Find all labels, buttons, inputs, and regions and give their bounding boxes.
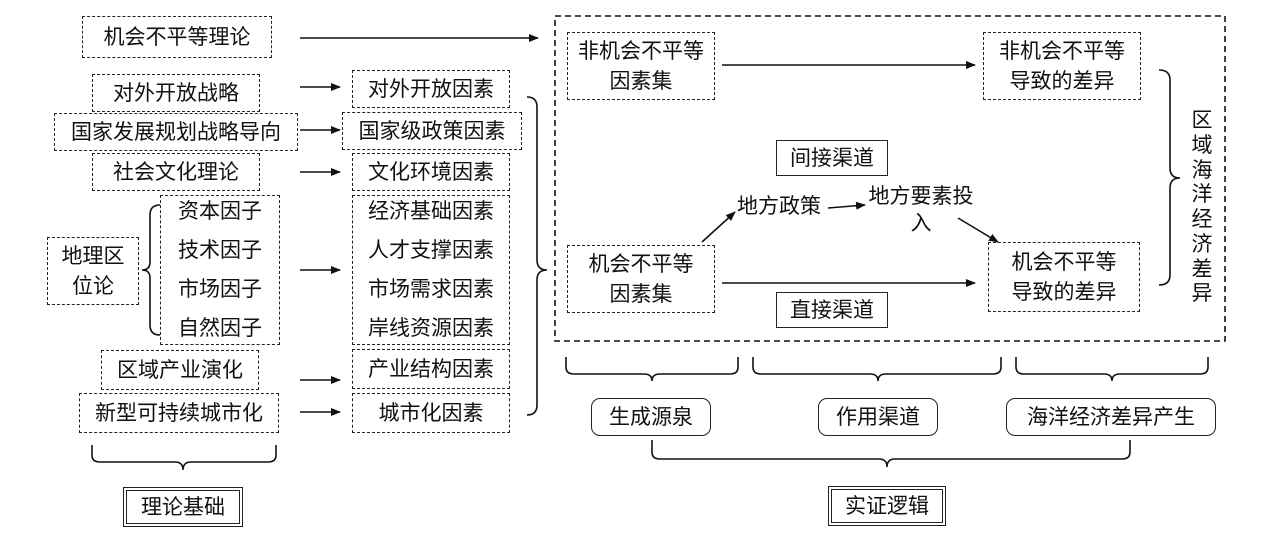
source-label: 生成源泉 xyxy=(609,404,693,429)
indirect-channel-label: 间接渠道 xyxy=(790,145,874,170)
theory-title-box: 理论基础 xyxy=(123,487,243,527)
culture-factor-label: 文化环境因素 xyxy=(368,159,494,184)
generation-box: 海洋经济差异产生 xyxy=(1006,398,1216,436)
social-culture-box: 社会文化理论 xyxy=(92,153,260,191)
arrow-input-diff xyxy=(957,217,999,243)
non-opp-set-box: 非机会不平等因素集 xyxy=(567,32,715,100)
channel-label: 作用渠道 xyxy=(836,404,920,429)
local-policy-label: 地方政策 xyxy=(737,194,821,218)
market-factor-label: 市场需求因素 xyxy=(368,277,494,301)
geo-location-box: 地理区位论 xyxy=(47,237,139,305)
geo-location-label: 地理区位论 xyxy=(61,243,125,298)
opening-strategy-box: 对外开放战略 xyxy=(92,74,260,112)
urban-factor-box: 城市化因素 xyxy=(352,393,510,433)
source-box: 生成源泉 xyxy=(591,398,711,436)
empirical-brace xyxy=(651,440,1131,468)
industry-evolution-box: 区域产业演化 xyxy=(101,350,259,390)
opportunity-inequality-theory-label: 机会不平等理论 xyxy=(103,24,251,49)
geo-brace xyxy=(141,204,161,336)
factors-brace xyxy=(526,96,548,416)
urbanization-label: 新型可持续城市化 xyxy=(95,400,263,425)
opportunity-inequality-theory-box: 机会不平等理论 xyxy=(82,16,272,58)
industry-evolution-label: 区域产业演化 xyxy=(117,357,243,382)
industry-factor-label: 产业结构因素 xyxy=(368,356,494,381)
direct-channel-box: 直接渠道 xyxy=(776,292,888,328)
indirect-channel-box: 间接渠道 xyxy=(776,140,888,176)
opp-diff-box: 机会不平等导致的差异 xyxy=(988,242,1140,312)
theory-brace xyxy=(91,445,277,471)
factor-capital: 资本因子 xyxy=(178,199,262,224)
opening-factor-label: 对外开放因素 xyxy=(368,76,494,101)
generation-brace xyxy=(1015,357,1209,382)
industry-factor-box: 产业结构因素 xyxy=(352,349,510,389)
policy-factor-box: 国家级政策因素 xyxy=(342,112,522,150)
geo-factor-group-box: 经济基础因素 人才支撑因素 市场需求因素 岸线资源因素 xyxy=(352,195,510,345)
social-culture-label: 社会文化理论 xyxy=(113,159,239,184)
theory-title-label: 理论基础 xyxy=(141,494,225,519)
empirical-title-box: 实证逻辑 xyxy=(828,486,946,526)
regional-diff-label: 区域海洋经济差异 xyxy=(1191,108,1213,306)
opening-strategy-label: 对外开放战略 xyxy=(113,80,239,105)
opp-set-box: 机会不平等因素集 xyxy=(567,245,715,313)
geo-factors-box: 资本因子 技术因子 市场因子 自然因子 xyxy=(160,195,280,345)
arrow-to-policy xyxy=(701,211,736,243)
channel-brace xyxy=(752,357,1002,382)
channel-box: 作用渠道 xyxy=(818,398,938,436)
empirical-frame xyxy=(554,15,1226,342)
economic-factor-label: 经济基础因素 xyxy=(368,199,494,224)
factor-technology: 技术因子 xyxy=(178,238,262,263)
direct-channel-label: 直接渠道 xyxy=(790,297,874,322)
national-planning-box: 国家发展规划战略导向 xyxy=(54,113,298,151)
non-opp-diff-label: 非机会不平等导致的差异 xyxy=(999,38,1125,93)
culture-factor-box: 文化环境因素 xyxy=(352,153,510,191)
non-opp-set-label: 非机会不平等因素集 xyxy=(578,38,704,93)
opp-diff-label: 机会不平等导致的差异 xyxy=(1011,249,1117,304)
arrow-policy-input xyxy=(827,201,866,210)
generation-label: 海洋经济差异产生 xyxy=(1027,404,1195,429)
factor-market: 市场因子 xyxy=(178,277,262,301)
policy-factor-label: 国家级政策因素 xyxy=(358,118,506,143)
shoreline-factor-label: 岸线资源因素 xyxy=(368,315,494,340)
non-opp-diff-box: 非机会不平等导致的差异 xyxy=(983,32,1141,100)
factor-nature: 自然因子 xyxy=(178,315,262,340)
talent-factor-label: 人才支撑因素 xyxy=(368,238,494,263)
empirical-title-label: 实证逻辑 xyxy=(845,493,929,518)
opp-set-label: 机会不平等因素集 xyxy=(588,251,694,306)
local-input-label: 地方要素投入 xyxy=(868,184,974,236)
source-brace xyxy=(565,357,739,382)
urban-factor-label: 城市化因素 xyxy=(378,400,484,425)
urbanization-box: 新型可持续城市化 xyxy=(79,393,279,433)
diff-brace xyxy=(1158,69,1181,286)
opening-factor-box: 对外开放因素 xyxy=(352,70,510,108)
national-planning-label: 国家发展规划战略导向 xyxy=(71,119,281,144)
